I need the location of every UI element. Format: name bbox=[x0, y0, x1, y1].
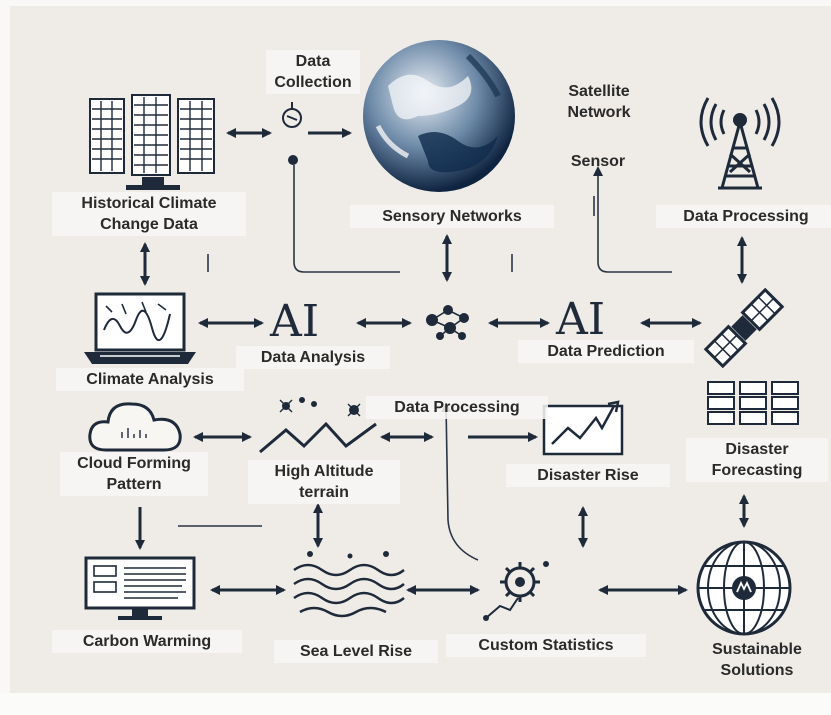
label-carbon-warming: Carbon Warming bbox=[52, 630, 242, 653]
cloud-icon bbox=[88, 402, 182, 452]
radio-tower-icon bbox=[699, 97, 781, 190]
monitor-icon bbox=[84, 556, 196, 620]
label-custom-statistics: Custom Statistics bbox=[446, 634, 646, 657]
frame-top bbox=[0, 0, 831, 6]
label-disaster-rise: Disaster Rise bbox=[506, 464, 670, 487]
server-rack-icon bbox=[89, 94, 215, 190]
mountain-terrain-icon bbox=[259, 397, 377, 454]
label-data-processing-mid: Data Processing bbox=[366, 396, 548, 419]
ai-label-left: AI bbox=[270, 296, 320, 347]
globe-earth-icon bbox=[363, 40, 515, 192]
rising-chart-icon bbox=[542, 400, 624, 456]
satellite-icon bbox=[703, 287, 785, 369]
label-sensor: Sensor bbox=[570, 153, 626, 170]
statistics-gear-icon bbox=[483, 561, 549, 621]
sea-waves-icon bbox=[293, 551, 405, 618]
label-sea-level-rise: Sea Level Rise bbox=[274, 640, 438, 663]
neural-cluster-icon bbox=[426, 305, 469, 340]
ai-label-right: AI bbox=[556, 294, 606, 345]
line-stats-processing bbox=[441, 402, 479, 561]
forecast-grid-icon bbox=[707, 381, 799, 425]
label-climate-analysis: Climate Analysis bbox=[56, 368, 244, 391]
laptop-chart-icon bbox=[84, 292, 196, 364]
line-sensor-feed bbox=[293, 165, 400, 273]
small-satellite-icon bbox=[282, 102, 302, 165]
label-data-analysis: Data Analysis bbox=[236, 346, 390, 369]
frame-bottom bbox=[0, 693, 831, 715]
label-data-processing-top: Data Processing bbox=[656, 205, 831, 228]
line-processing-sensor bbox=[593, 166, 672, 273]
world-globe-icon bbox=[696, 540, 792, 636]
label-sensory-networks: Sensory Networks bbox=[350, 205, 554, 228]
frame-left bbox=[0, 0, 10, 715]
label-data-prediction: Data Prediction bbox=[518, 340, 694, 363]
